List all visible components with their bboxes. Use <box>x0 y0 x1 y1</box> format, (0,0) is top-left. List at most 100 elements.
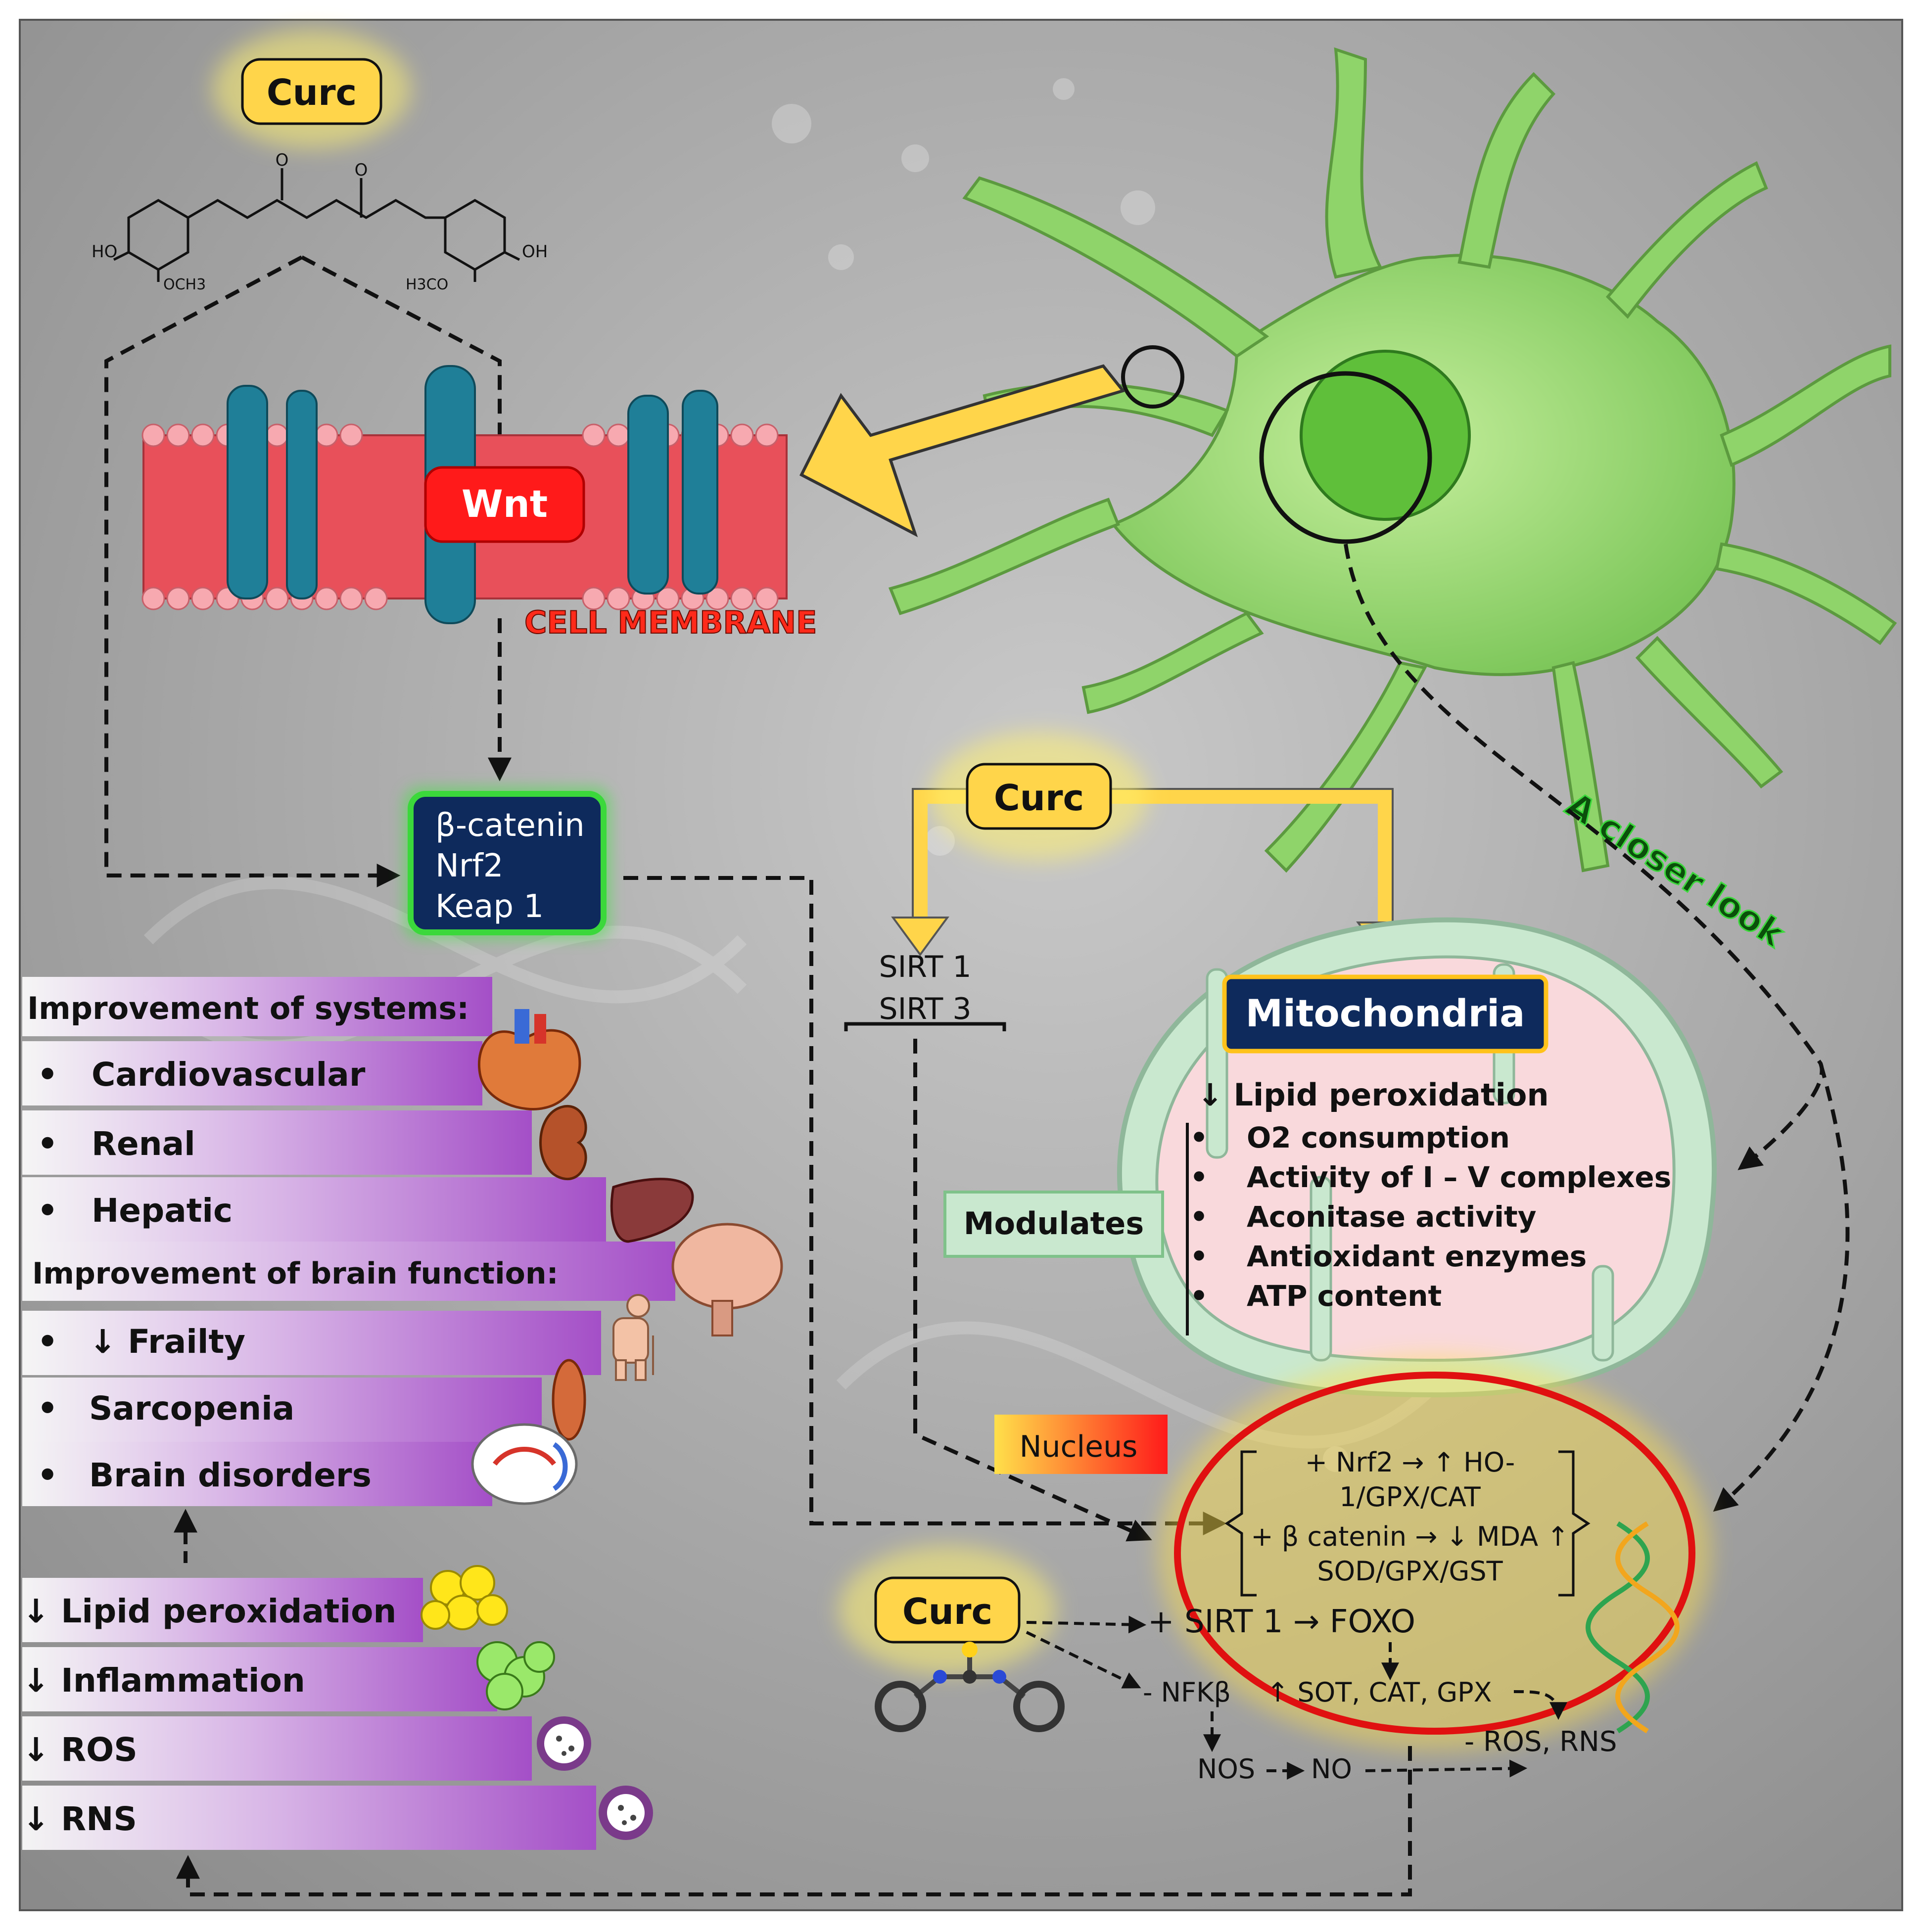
molecule-flow-arrows <box>104 255 512 887</box>
nucleus-to-outcomes-arrow <box>176 1746 1412 1896</box>
brain-disorders: Brain disorders <box>89 1456 372 1494</box>
nucleus-tab <box>994 1415 1168 1474</box>
brain-bullet-2: • <box>37 1389 58 1427</box>
curcumin-structure <box>113 168 520 282</box>
elderly-person-icon <box>612 1294 654 1381</box>
modulates-box <box>943 1191 1164 1258</box>
neuron <box>888 47 1897 873</box>
systems-heading: Improvement of systems: <box>27 990 469 1026</box>
curc-bottom-label: Curc <box>902 1591 992 1632</box>
system-bullet-3: • <box>37 1192 58 1230</box>
mito-bullet-4: • <box>1190 1240 1208 1273</box>
sirt-to-nucleus-arrow <box>913 1039 1152 1542</box>
wnt-label: Wnt <box>462 482 548 526</box>
system-renal: Renal <box>92 1125 195 1163</box>
mito-bullet-3: • <box>1190 1200 1208 1234</box>
system-bullet-1: • <box>37 1056 58 1094</box>
nucleus-ring <box>1174 1372 1695 1735</box>
ros-particle-icon <box>537 1716 591 1771</box>
ball-stick-molecule <box>875 1642 1065 1732</box>
no-label: NO <box>1311 1753 1352 1785</box>
tf-beta-catenin: β-catenin <box>435 807 585 844</box>
brain-sarcopenia: Sarcopenia <box>89 1389 294 1427</box>
inflammation-cells-icon <box>476 1641 555 1710</box>
muscle-icon <box>552 1359 586 1441</box>
nucleus-right-brace <box>1558 1450 1591 1597</box>
mito-item-aconitase: Aconitase activity <box>1247 1200 1537 1234</box>
bcat-effect-1: + β catenin → ↓ MDA ↑ <box>1251 1521 1569 1552</box>
nrf2-effect-2: 1/GPX/CAT <box>1339 1481 1481 1513</box>
kidney-icon <box>539 1105 587 1180</box>
brain-section-icon <box>471 1423 578 1505</box>
brain-frailty: ↓ Frailty <box>89 1323 245 1361</box>
brain-bullet-1: • <box>37 1323 58 1361</box>
sirt1-label: SIRT 1 <box>879 950 971 984</box>
curc-mid-label: Curc <box>994 777 1084 819</box>
brain-icon <box>671 1223 783 1336</box>
nos-label: NOS <box>1197 1753 1255 1785</box>
sirt-bracket <box>844 1022 1006 1031</box>
outcome-bars <box>22 1578 596 1850</box>
methoxy-right: H3CO <box>406 276 448 293</box>
system-bullet-2: • <box>37 1125 58 1163</box>
brain-bullet-3: • <box>37 1456 58 1494</box>
sirt3-label: SIRT 3 <box>879 992 971 1026</box>
carbonyl-o-left: O <box>276 150 289 170</box>
sirt1-foxo: + SIRT 1 → FOXO <box>1148 1604 1415 1640</box>
outcome-ros: ↓ ROS <box>22 1731 138 1769</box>
membrane-zoom-circle <box>1121 345 1184 409</box>
mito-item-atp: ATP content <box>1247 1279 1442 1313</box>
heart-icon <box>478 1009 581 1110</box>
closer-look-to-nucleus-arrow <box>1713 1062 1850 1512</box>
outcome-rns: ↓ RNS <box>22 1800 137 1838</box>
mitochondria-title: Mitochondria <box>1246 991 1525 1035</box>
system-hepatic: Hepatic <box>92 1192 233 1230</box>
carbonyl-o-right: O <box>355 160 368 180</box>
hydroxyl-left: HO <box>92 242 117 262</box>
improvement-bars <box>22 977 675 1506</box>
outcome-lipid-peroxidation: ↓ Lipid peroxidation <box>22 1592 396 1630</box>
ros-rns-label: - ROS, RNS <box>1464 1726 1617 1758</box>
outcome-inflammation: ↓ Inflammation <box>22 1661 305 1700</box>
modulates-label: Modulates <box>964 1205 1144 1242</box>
nucleus-left-brace <box>1224 1450 1257 1597</box>
curc-bottom-arrows <box>1026 1615 1147 1689</box>
sot-cat-gpx: ↑ SOT, CAT, GPX <box>1266 1677 1492 1708</box>
mitochondria-title-box <box>1222 974 1548 1054</box>
transcription-box <box>408 791 607 935</box>
mito-bullet-2: • <box>1190 1160 1208 1194</box>
system-cardiovascular: Cardiovascular <box>92 1056 366 1094</box>
hydroxyl-right: OH <box>522 242 548 262</box>
mito-item-complexes: Activity of I – V complexes <box>1247 1160 1671 1194</box>
rns-particle-icon <box>599 1786 653 1840</box>
methoxy-left: OCH3 <box>163 276 206 293</box>
mito-bullet-1: • <box>1190 1121 1208 1154</box>
tf-nrf2: Nrf2 <box>435 848 503 884</box>
tf-to-nucleus-arrow <box>623 876 1227 1535</box>
nfkb-label: - NFKβ <box>1143 1677 1231 1708</box>
lipid-droplet-icon <box>421 1565 508 1630</box>
nrf2-effect-1: + Nrf2 → ↑ HO- <box>1305 1447 1515 1478</box>
liver-icon <box>610 1178 694 1243</box>
mito-item-antioxidant: Antioxidant enzymes <box>1247 1240 1587 1273</box>
curc-top-box <box>241 58 382 125</box>
mito-bullet-5: • <box>1190 1279 1208 1313</box>
bcat-effect-2: SOD/GPX/GST <box>1317 1556 1503 1587</box>
wnt-box <box>424 466 585 543</box>
curc-bottom-box <box>874 1576 1021 1644</box>
zoom-arrow <box>799 364 1126 538</box>
dna-helix-icon <box>1586 1521 1680 1734</box>
closer-look-arrow <box>1344 544 1824 1170</box>
nucleus-arrows <box>1203 1642 1567 1780</box>
cell-membrane-label: CELL MEMBRANE <box>524 604 817 641</box>
tf-keap1: Keap 1 <box>435 888 544 925</box>
brain-heading: Improvement of brain function: <box>32 1256 559 1291</box>
mito-item-o2: O2 consumption <box>1247 1121 1510 1154</box>
mito-lipid-peroxidation: ↓ Lipid peroxidation <box>1197 1077 1549 1113</box>
nucleus-label: Nucleus <box>1020 1429 1138 1464</box>
mitochondria-zoom-circle <box>1259 371 1432 544</box>
curc-top-label: Curc <box>267 72 357 113</box>
curc-mid-box <box>966 763 1112 830</box>
